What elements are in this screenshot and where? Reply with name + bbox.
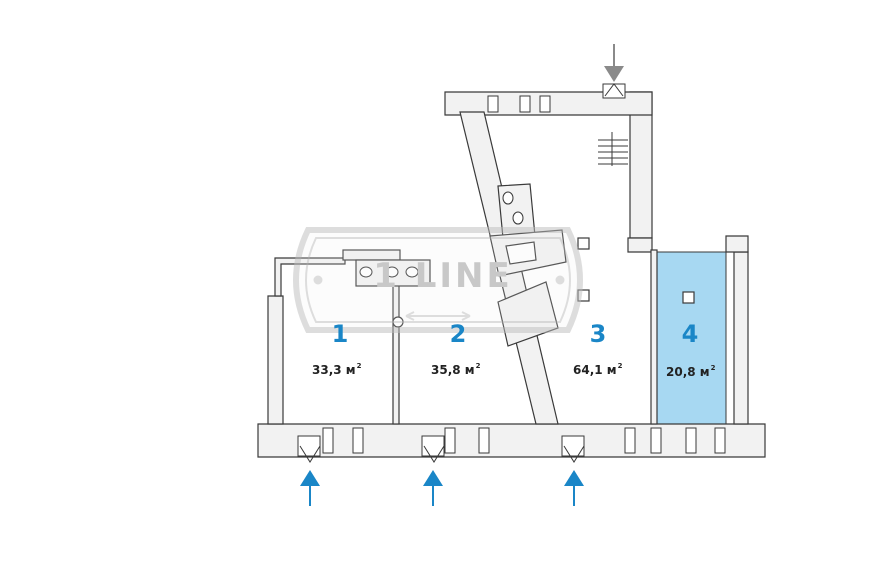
room-number-1[interactable]: 1	[331, 320, 349, 348]
toilet-icon	[512, 211, 524, 225]
right-wall-top	[725, 235, 749, 253]
room-area-1: 33,3 м2	[312, 362, 362, 377]
toilet-icon	[385, 266, 399, 278]
column	[682, 291, 695, 304]
sink	[505, 241, 537, 265]
room-area-3: 64,1 м2	[573, 362, 623, 377]
right-wall	[733, 251, 749, 425]
left-wall	[267, 295, 284, 425]
column	[577, 237, 590, 250]
toilet-icon	[359, 266, 373, 278]
toilet-icon	[502, 191, 514, 205]
room-number-3[interactable]: 3	[589, 320, 607, 348]
partition-3-4	[650, 249, 658, 425]
room-area-4: 20,8 м2	[666, 364, 716, 379]
room-number-4[interactable]: 4	[681, 320, 699, 348]
stair-wall-left	[627, 237, 653, 253]
room-area-2: 35,8 м2	[431, 362, 481, 377]
room-4-fill[interactable]	[654, 251, 727, 425]
room-number-2[interactable]: 2	[449, 320, 467, 348]
facade-wall	[257, 423, 766, 458]
toilet-icon	[405, 266, 419, 278]
